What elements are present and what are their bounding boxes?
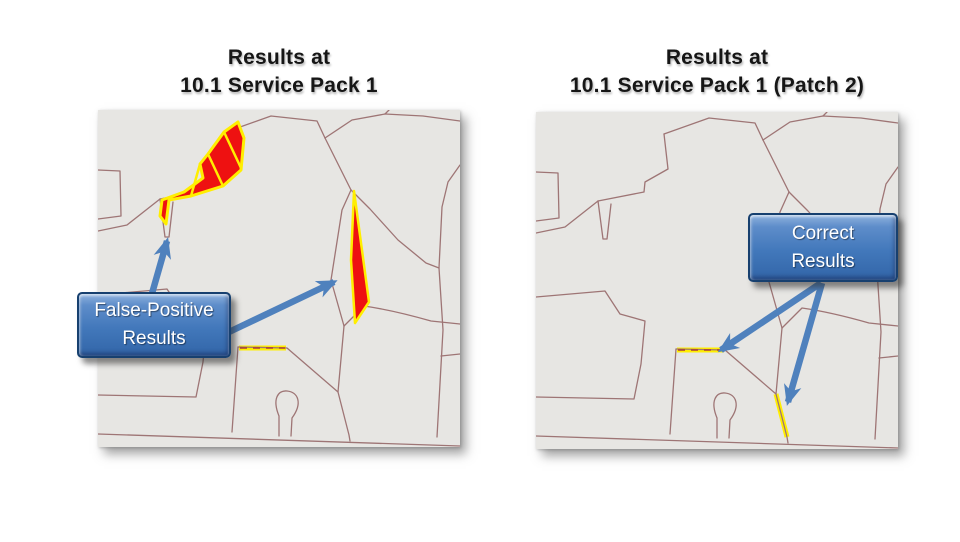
false-positive-callout: False-Positive Results xyxy=(77,292,231,358)
false-positive-cluster-facets xyxy=(189,131,243,197)
false-positive-callout-line2: Results xyxy=(122,328,186,349)
left-map-drawing xyxy=(98,110,460,447)
left-map-image xyxy=(98,110,460,447)
left-title-line1: Results at xyxy=(227,46,331,69)
right-panel-title: Results at 10.1 Service Pack 1 (Patch 2) xyxy=(536,44,898,100)
left-panel-title: Results at 10.1 Service Pack 1 xyxy=(98,44,460,100)
right-title-line1: Results at xyxy=(665,46,769,69)
false-positive-sliver-polygon xyxy=(349,189,371,325)
correct-results-callout-line2: Results xyxy=(791,250,855,272)
right-title-line2: 10.1 Service Pack 1 (Patch 2) xyxy=(569,74,865,97)
left-basemap xyxy=(98,110,460,447)
left-title-line2: 10.1 Service Pack 1 xyxy=(180,74,378,97)
correct-results-callout: Correct Results xyxy=(748,213,898,282)
false-positive-callout-line1: False-Positive xyxy=(94,300,214,321)
false-positive-polygon-cluster xyxy=(158,120,246,226)
right-map-drawing xyxy=(536,112,898,449)
correct-results-callout-line1: Correct xyxy=(791,222,855,244)
